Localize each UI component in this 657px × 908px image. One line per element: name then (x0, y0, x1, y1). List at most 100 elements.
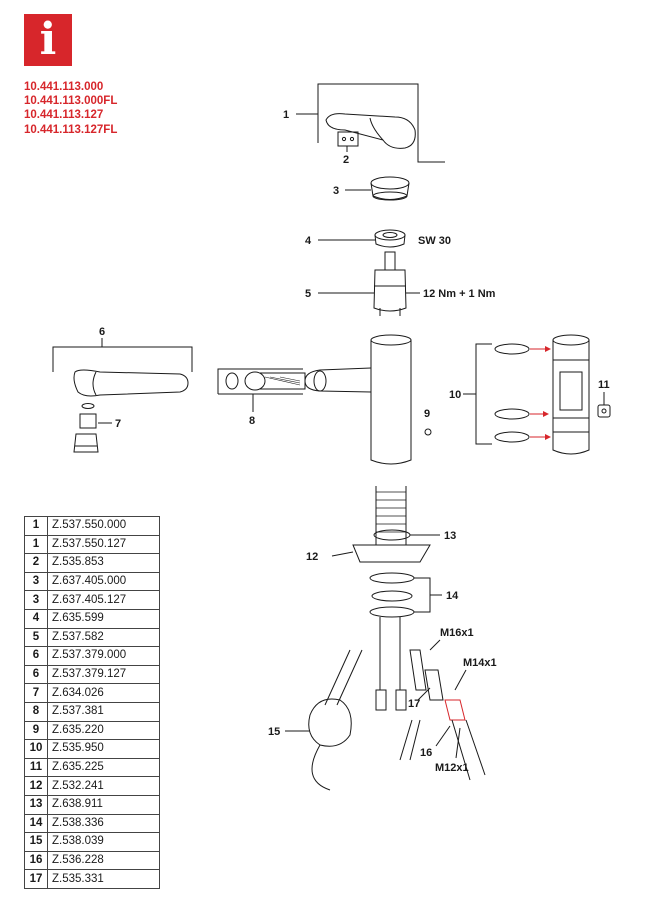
part-reference: Z.535.331 (47, 869, 160, 889)
callout-11: 11 (598, 379, 610, 391)
part-position: 7 (24, 683, 48, 703)
part-position: 3 (24, 571, 48, 592)
lock-nut-part (374, 229, 406, 248)
thread-m14-label: M14x1 (463, 657, 497, 669)
model-number: 10.441.113.127 (24, 109, 104, 122)
part-position: 15 (24, 832, 48, 852)
part-reference: Z.538.039 (47, 832, 160, 852)
pull-out-spray-part (308, 649, 363, 791)
model-number: 10.441.113.000FL (24, 95, 118, 108)
part-position: 12 (24, 776, 48, 796)
callout-10: 10 (449, 389, 461, 401)
callout-1: 1 (283, 109, 289, 121)
part-reference: Z.537.381 (47, 701, 160, 722)
mounting-bracket-part (331, 544, 431, 563)
part-position: 8 (24, 701, 48, 722)
part-position: 6 (24, 664, 48, 685)
part-reference: Z.537.550.127 (47, 534, 160, 555)
part-position: 4 (24, 608, 48, 629)
callout-8: 8 (249, 415, 255, 427)
diverter-insert-part (552, 334, 590, 455)
washer-part (373, 529, 411, 541)
o-ring-set-part (475, 343, 530, 445)
part-reference: Z.635.220 (47, 720, 160, 741)
part-reference: Z.537.550.000 (47, 516, 160, 536)
part-position: 11 (24, 757, 48, 778)
callout-13: 13 (444, 530, 456, 542)
spout-part (52, 346, 193, 397)
part-reference: Z.537.582 (47, 627, 160, 648)
part-reference: Z.536.228 (47, 850, 160, 871)
fixing-ring-part (369, 572, 431, 618)
threaded-shank (375, 486, 407, 545)
callout-6: 6 (99, 326, 105, 338)
part-reference: Z.635.599 (47, 608, 160, 629)
info-icon: i (24, 14, 72, 66)
part-reference: Z.537.379.127 (47, 664, 160, 685)
callout-4: 4 (305, 235, 312, 247)
faucet-body (304, 334, 412, 465)
part-position: 5 (24, 627, 48, 648)
thread-m12-label: M12x1 (435, 762, 469, 774)
part-reference: Z.532.241 (47, 776, 160, 796)
hose-connector-part (399, 649, 486, 781)
model-number: 10.441.113.000 (24, 81, 104, 93)
aerator-part (73, 403, 99, 453)
cartridge-part (373, 251, 407, 316)
part-position: 2 (24, 553, 48, 573)
part-reference: Z.538.336 (47, 813, 160, 834)
part-reference: Z.637.405.127 (47, 590, 160, 610)
part-position: 16 (24, 850, 48, 871)
part-reference: Z.638.911 (47, 794, 160, 815)
thread-m16-label: M16x1 (440, 627, 474, 639)
part-reference: Z.537.379.000 (47, 646, 160, 666)
callout-15: 15 (268, 726, 280, 738)
part-position: 10 (24, 739, 48, 759)
part-position: 14 (24, 813, 48, 834)
callout-9: 9 (424, 408, 430, 420)
callout-7: 7 (115, 418, 121, 430)
clip-part (597, 404, 611, 418)
callout-3: 3 (333, 185, 339, 197)
part-position: 9 (24, 720, 48, 741)
model-number: 10.441.113.127FL (24, 123, 118, 136)
cover-cap-part (370, 176, 410, 201)
part-position: 3 (24, 590, 48, 610)
torque-label: 12 Nm + 1 Nm (423, 288, 496, 300)
part-position: 17 (24, 869, 48, 889)
part-reference: Z.634.026 (47, 683, 160, 703)
inner-hose-part (217, 368, 306, 395)
callout-17: 17 (408, 698, 420, 710)
part-reference: Z.535.853 (47, 553, 160, 573)
part-position: 1 (24, 516, 48, 536)
part-position: 1 (24, 534, 48, 555)
part-reference: Z.535.950 (47, 739, 160, 759)
part-position: 6 (24, 646, 48, 666)
callout-14: 14 (446, 590, 459, 602)
part-position: 13 (24, 794, 48, 815)
model-number-list: 10.441.113.000 10.441.113.000FL 10.441.1… (24, 80, 117, 137)
set-screw-part (424, 428, 432, 436)
callout-5: 5 (305, 288, 311, 300)
callout-16: 16 (420, 747, 432, 759)
